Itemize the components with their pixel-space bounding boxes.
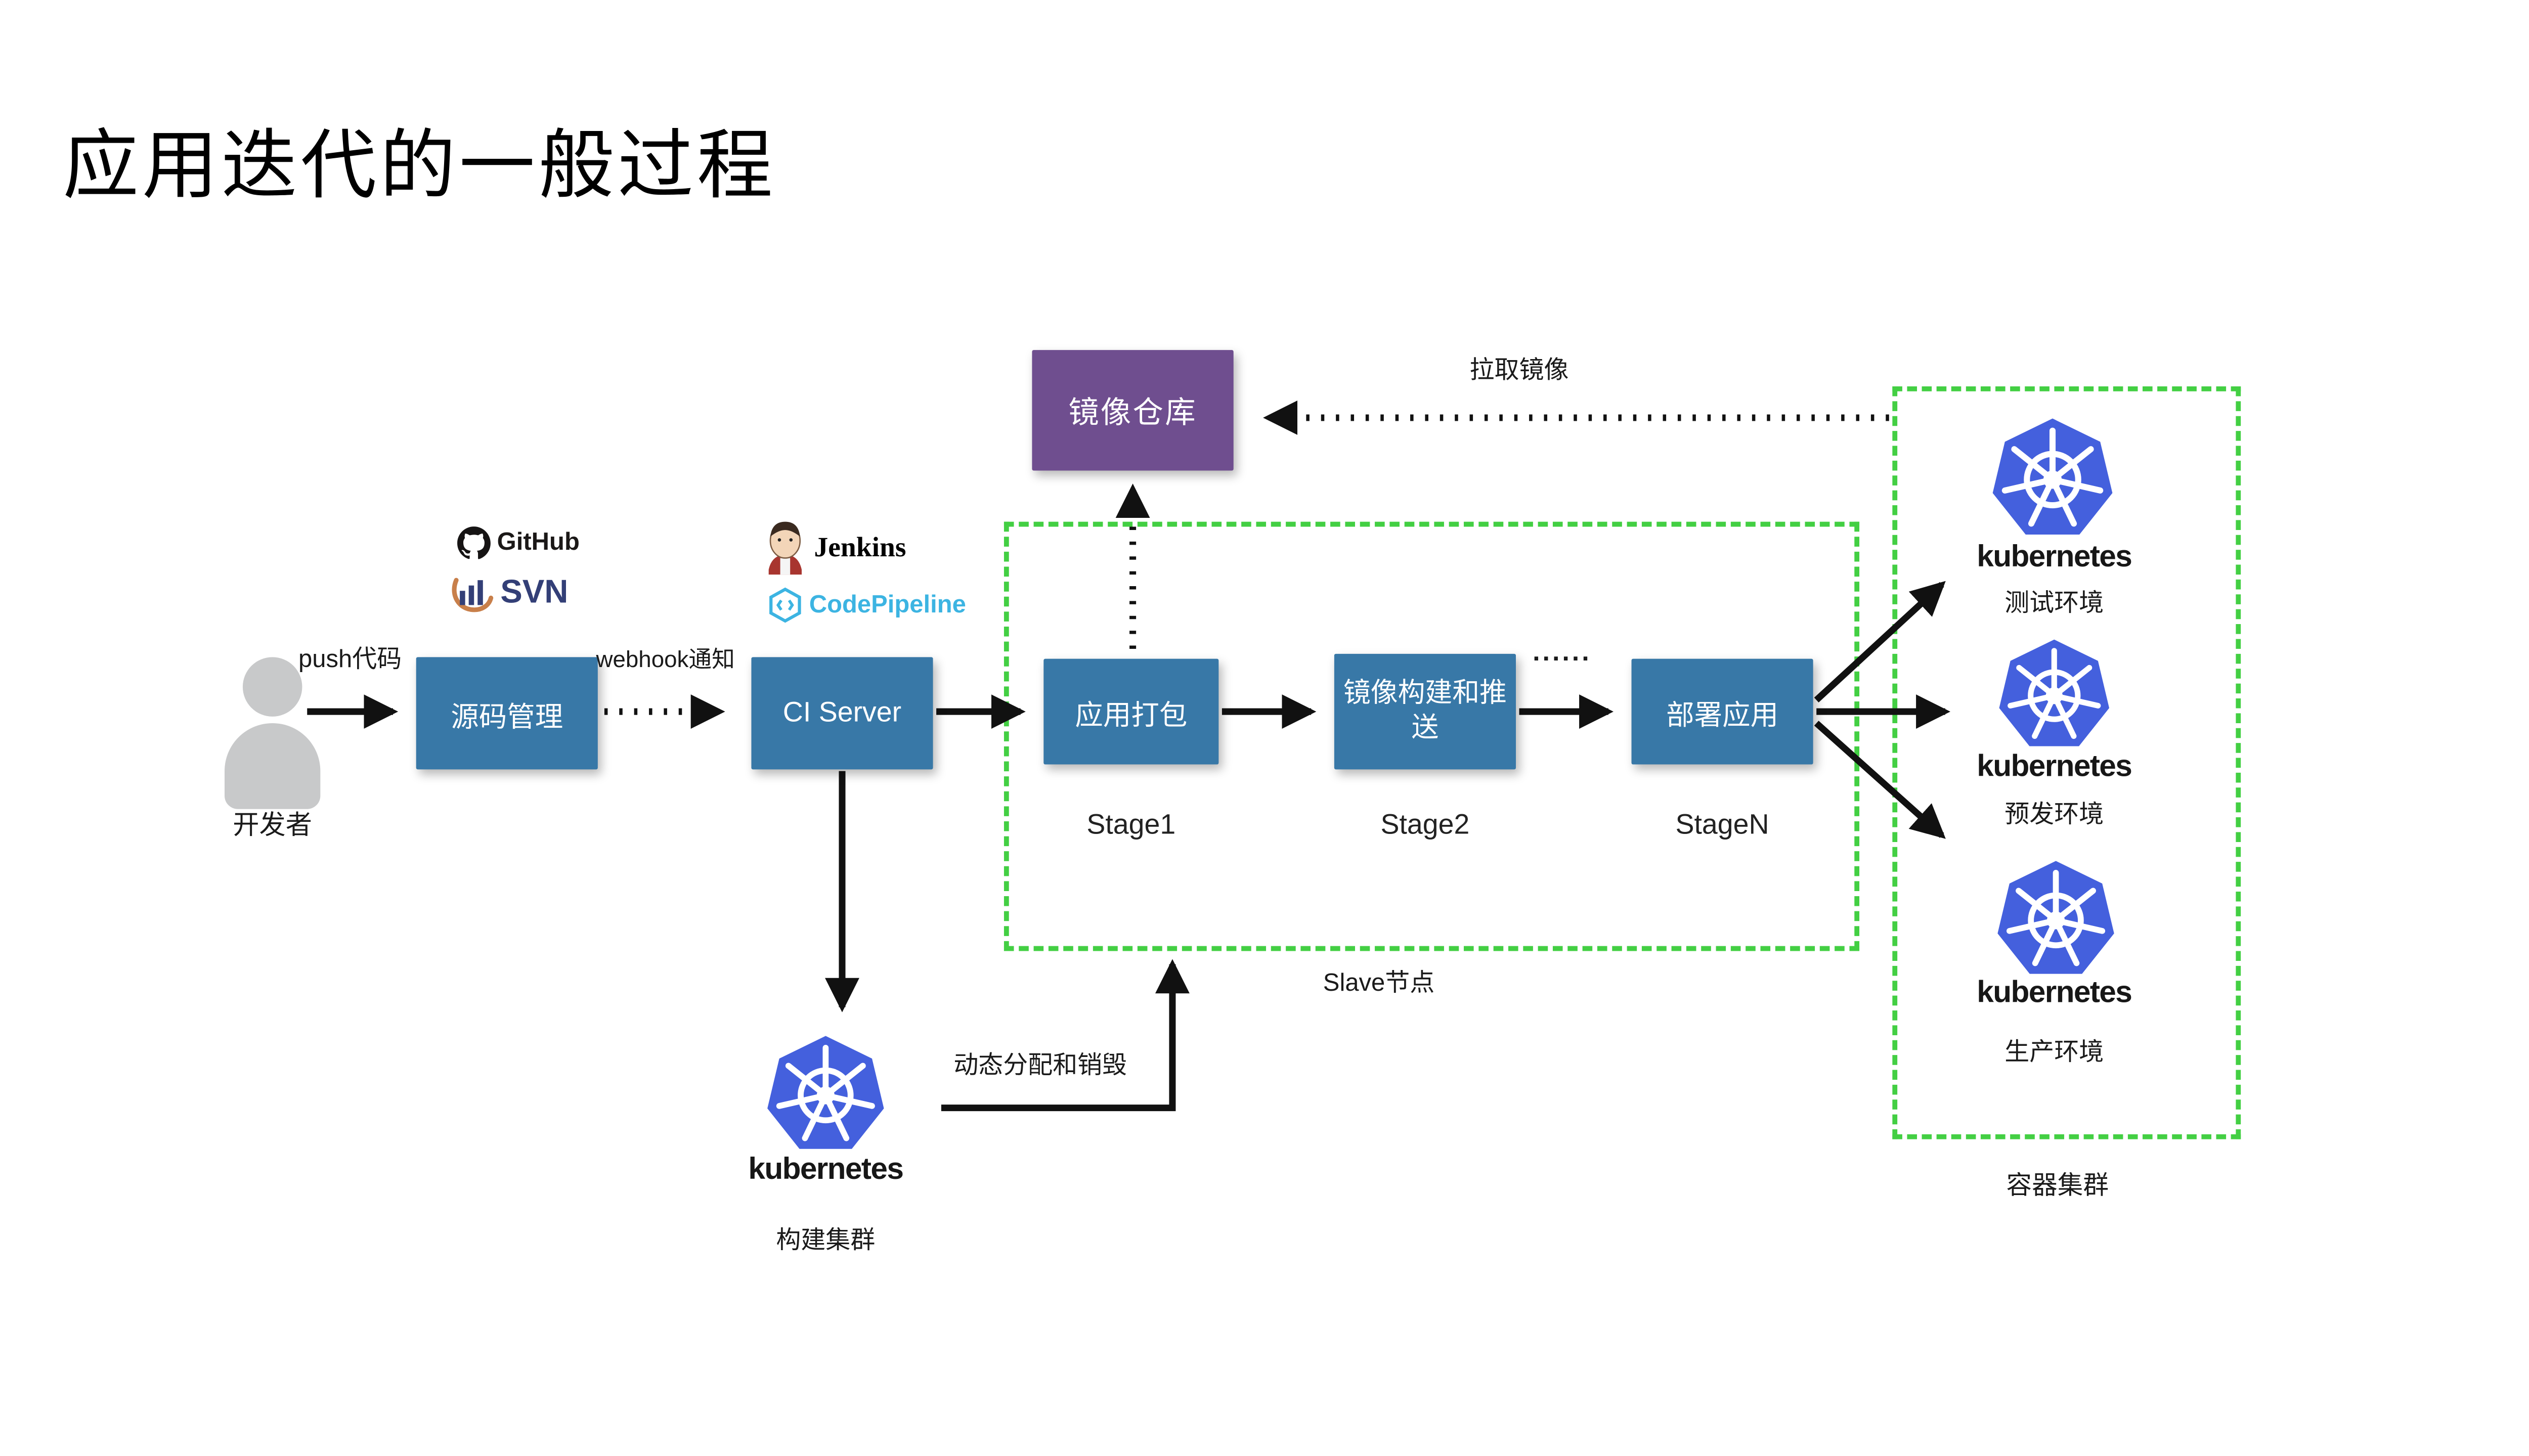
stage2-node: 镜像构建和推送: [1334, 653, 1516, 770]
kubernetes-logo-text: kubernetes: [1977, 747, 2132, 783]
svn-logo-text: SVN: [500, 575, 569, 611]
slave-nodes-caption: Slave节点: [1323, 969, 1435, 997]
github-logo-text: GitHub: [497, 528, 580, 557]
push-code-label: push代码: [298, 645, 402, 674]
stagen-node: 部署应用: [1631, 658, 1813, 765]
jenkins-icon: [768, 521, 802, 575]
kubernetes-logo-text: kubernetes: [1977, 538, 2132, 573]
staging-env-label: 预发环境: [2004, 801, 2104, 829]
ellipsis-label: ......: [1533, 639, 1592, 667]
stage2-caption: Stage2: [1380, 809, 1470, 841]
kubernetes-logo-text: kubernetes: [748, 1151, 904, 1186]
test-env-label: 测试环境: [2004, 589, 2104, 617]
github-icon: [457, 526, 491, 559]
developer-label: 开发者: [233, 812, 313, 841]
slave-nodes-group: [1004, 521, 1860, 951]
stage1-node: 应用打包: [1043, 658, 1219, 765]
image-registry-node: 镜像仓库: [1032, 350, 1234, 471]
ci-server-node: CI Server: [751, 657, 933, 770]
developer-icon: [242, 657, 302, 717]
arrow-build-cluster-to-slave: [941, 959, 1190, 1112]
stage1-caption: Stage1: [1086, 809, 1176, 841]
codepipeline-logo-text: CodePipeline: [809, 591, 966, 620]
production-env-label: 生产环境: [2004, 1038, 2104, 1067]
page-title: 应用迭代的一般过程: [63, 123, 776, 208]
kubernetes-logo-text: kubernetes: [1977, 974, 2132, 1009]
stagen-caption: StageN: [1675, 809, 1769, 841]
arrow-deploy-to-test: [1814, 581, 1946, 703]
kubernetes-icon: [767, 1036, 884, 1149]
kubernetes-icon: [1992, 418, 2113, 535]
codepipeline-icon: [769, 587, 801, 623]
dynamic-allocation-label: 动态分配和销毁: [953, 1051, 1127, 1080]
scm-node: 源码管理: [416, 657, 598, 770]
webhook-label: webhook通知: [596, 645, 735, 672]
svn-icon: [452, 578, 494, 612]
container-cluster-caption: 容器集群: [2006, 1172, 2109, 1201]
build-cluster-caption: 构建集群: [776, 1226, 876, 1255]
developer-icon-body: [224, 723, 321, 809]
arrow-deploy-to-production: [1814, 721, 1946, 839]
pull-image-label: 拉取镜像: [1469, 357, 1569, 385]
kubernetes-icon: [1997, 861, 2114, 974]
kubernetes-icon: [1999, 639, 2110, 746]
container-cluster-group: [1892, 386, 2241, 1139]
jenkins-logo-text: Jenkins: [814, 532, 906, 563]
